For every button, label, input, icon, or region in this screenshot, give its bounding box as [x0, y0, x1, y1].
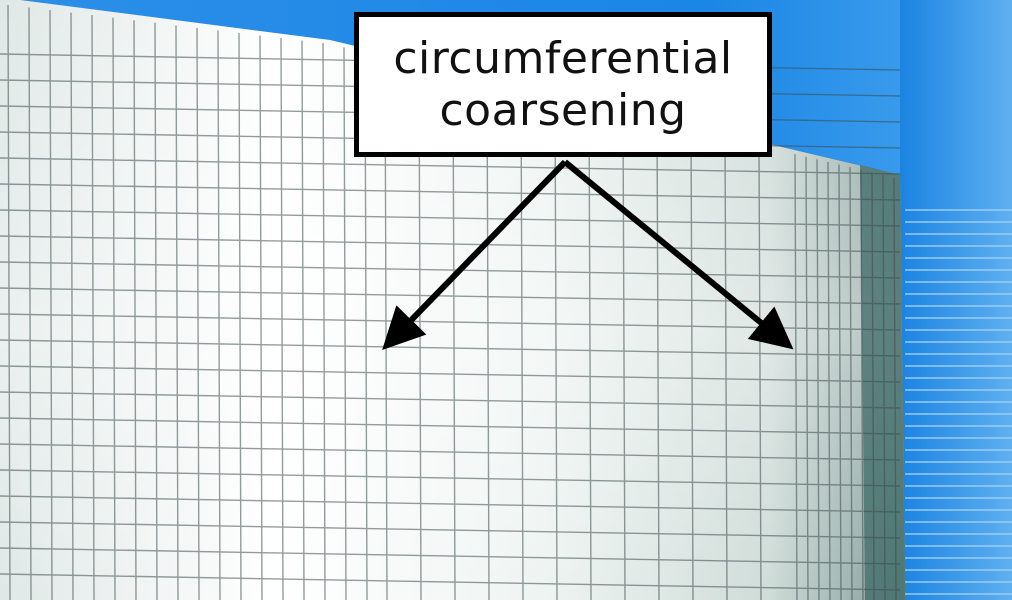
mesh-line: [196, 27, 200, 600]
mesh-line: [452, 73, 456, 600]
mesh-line: [91, 15, 95, 600]
mesh-line: [805, 156, 809, 600]
mesh-line: [343, 47, 347, 600]
mesh-line: [893, 177, 897, 600]
mesh-line: [882, 174, 886, 600]
callout-line-2: coarsening: [439, 84, 687, 136]
mesh-line: [849, 167, 853, 600]
mesh-line: [301, 40, 305, 600]
mesh-line: [871, 172, 875, 600]
mesh-line: [690, 129, 694, 600]
outer-mesh-region: [900, 0, 1012, 600]
mesh-line: [259, 35, 263, 600]
annotation-arrows: [382, 159, 794, 351]
mesh-line: [49, 10, 53, 600]
mesh-line: [175, 25, 179, 600]
mesh-line: [816, 159, 820, 600]
mesh-line: [154, 22, 158, 600]
mesh-line: [758, 145, 762, 600]
mesh-line: [794, 154, 798, 600]
mesh-line: [486, 81, 490, 600]
mesh-line: [656, 121, 660, 600]
callout-line-1: circumferential: [393, 32, 733, 84]
mesh-line: [70, 12, 74, 600]
mesh-line: [322, 43, 326, 600]
mesh-line: [7, 4, 11, 600]
mesh-line: [238, 32, 242, 600]
mesh-line: [133, 20, 137, 600]
arrow-right-down-icon: [563, 159, 794, 350]
mesh-line: [554, 97, 558, 600]
mesh-line: [112, 17, 116, 600]
mesh-line: [724, 137, 728, 600]
callout-label: circumferential coarsening: [354, 12, 772, 157]
mesh-line: [588, 105, 592, 600]
mesh-line: [860, 169, 864, 600]
mesh-line: [217, 30, 221, 600]
mesh-line: [520, 89, 524, 600]
arrow-left-down-icon: [382, 159, 568, 351]
mesh-line: [838, 164, 842, 600]
